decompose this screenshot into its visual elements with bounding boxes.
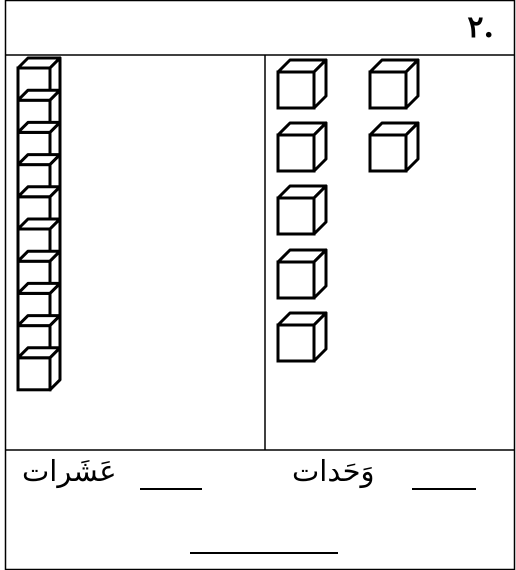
units-label: وَحَدات: [292, 454, 375, 488]
unit-cube: [370, 123, 418, 171]
unit-cube: [278, 250, 326, 298]
tens-answer-blank[interactable]: [140, 488, 202, 490]
units-answer-blank[interactable]: [412, 488, 476, 490]
unit-cube: [278, 60, 326, 108]
tens-rod: [18, 58, 60, 390]
unit-cubes: [278, 60, 418, 361]
unit-cube: [278, 313, 326, 361]
question-number: .٢: [467, 10, 494, 45]
rod-cube: [18, 348, 60, 390]
tens-label: عَشَرات: [22, 454, 117, 488]
unit-cube: [278, 186, 326, 234]
unit-cube: [370, 60, 418, 108]
unit-cube: [278, 123, 326, 171]
total-answer-blank[interactable]: [190, 552, 338, 554]
